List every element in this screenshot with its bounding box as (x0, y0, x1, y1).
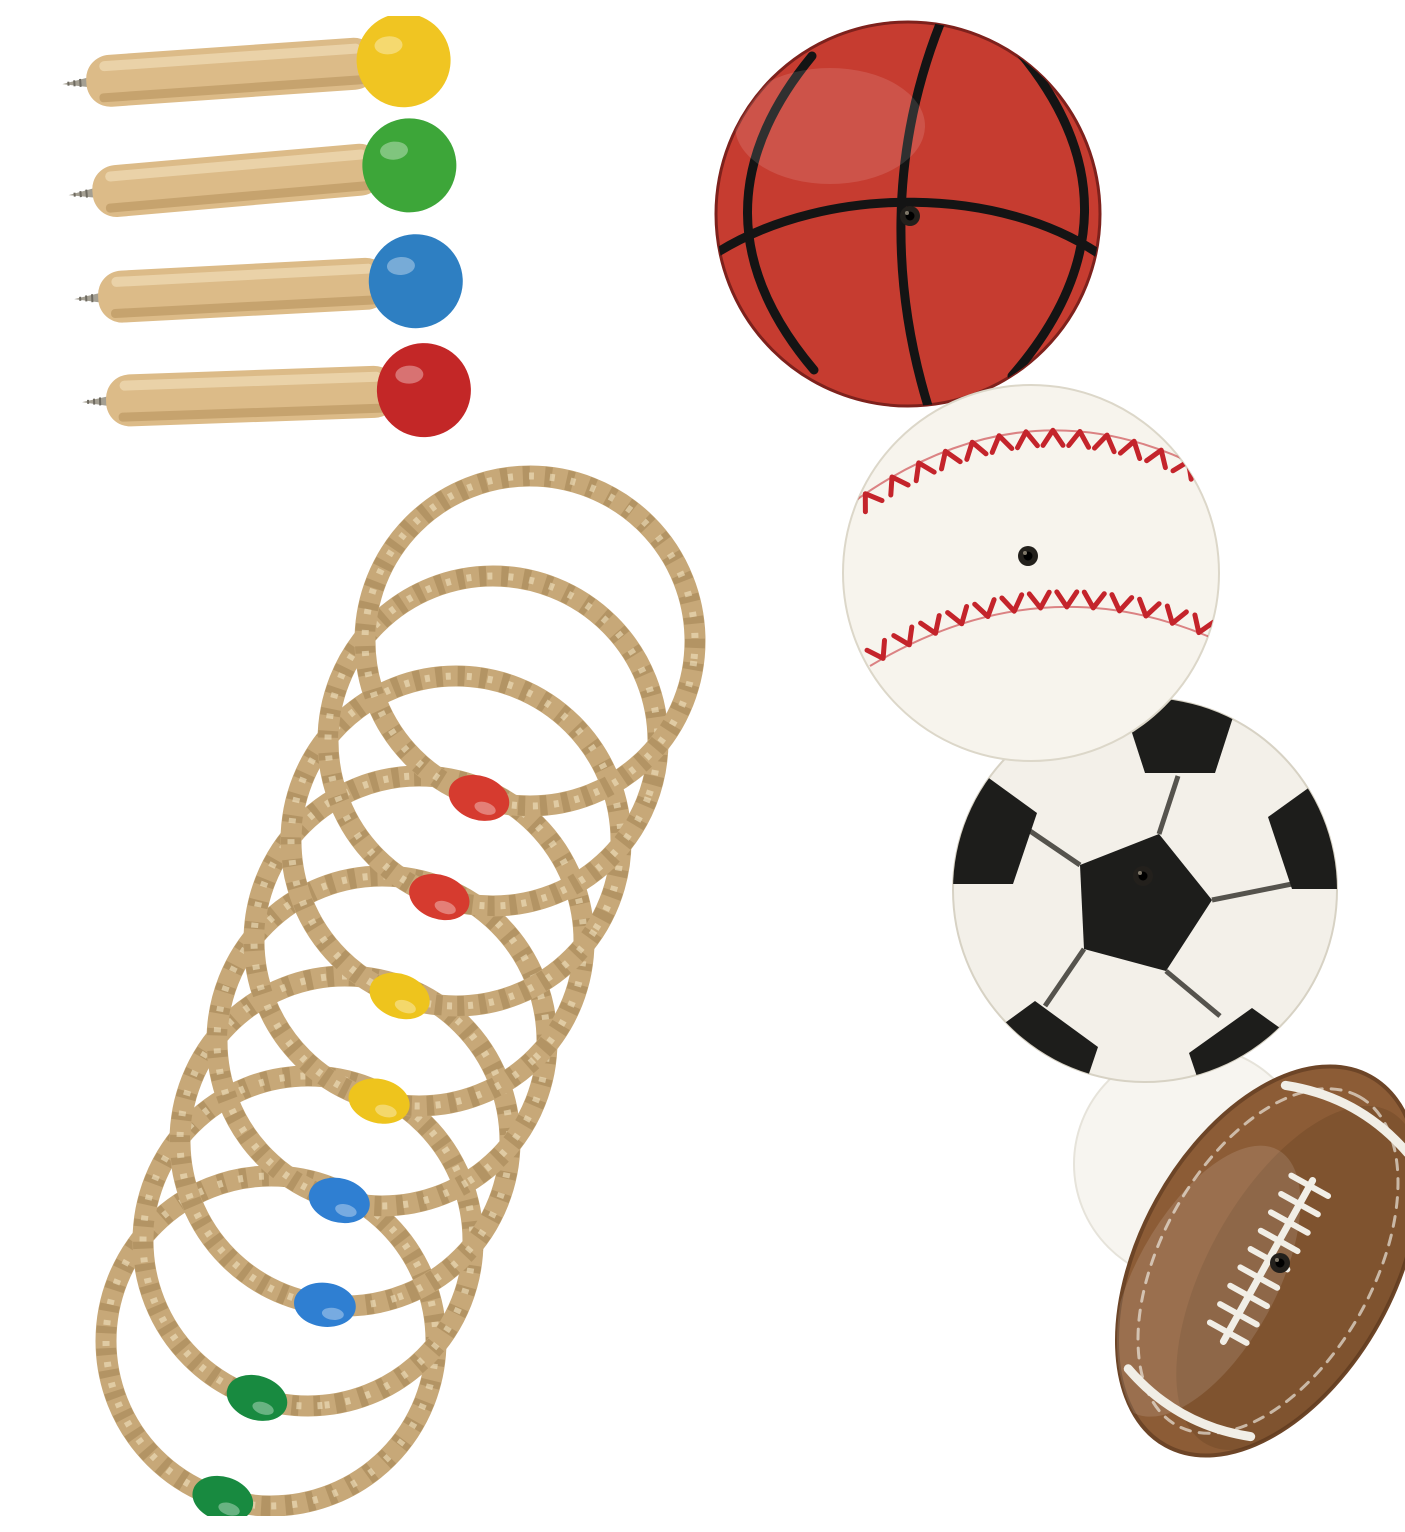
screw-basketball (900, 206, 920, 226)
wooden-peg-yellow (59, 16, 454, 131)
peg-screw-tip (82, 396, 109, 407)
rope-twist-shadow (235, 620, 676, 1061)
rope-rings-group (85, 457, 714, 1516)
peg-ball-green (358, 114, 460, 216)
peg-ball-blue (366, 232, 465, 331)
peg-ball-red (375, 342, 472, 439)
screw-football (1270, 1253, 1290, 1273)
wooden-peg-blue (72, 232, 465, 346)
ring-bead-blue (291, 1279, 358, 1330)
peg-screw-thread (80, 191, 81, 197)
peg-screw-thread (86, 190, 87, 198)
rope-ring (126, 922, 565, 1361)
wooden-pegs-group (59, 16, 472, 449)
peg-screw-thread (80, 79, 81, 87)
peg-screw-tip (74, 293, 101, 304)
screw-highlight (905, 211, 909, 215)
screw-highlight (1138, 871, 1142, 875)
scene-svg (40, 16, 1405, 1516)
baseball-disc (843, 385, 1219, 761)
screw-highlight (1275, 1258, 1279, 1262)
screw-soccer (1133, 866, 1153, 886)
wooden-peg-red (80, 342, 472, 450)
wooden-peg-green (65, 114, 461, 242)
peg-ball-yellow (353, 16, 453, 110)
product-photo (40, 16, 1405, 1516)
screw-baseball (1018, 546, 1038, 566)
peg-screw-tip (62, 77, 90, 89)
screw-highlight (1023, 551, 1027, 555)
ring-bead-green (187, 1469, 259, 1516)
peg-screw-tip (68, 188, 96, 200)
football-disc (1055, 1015, 1405, 1507)
bead-body (291, 1279, 358, 1330)
